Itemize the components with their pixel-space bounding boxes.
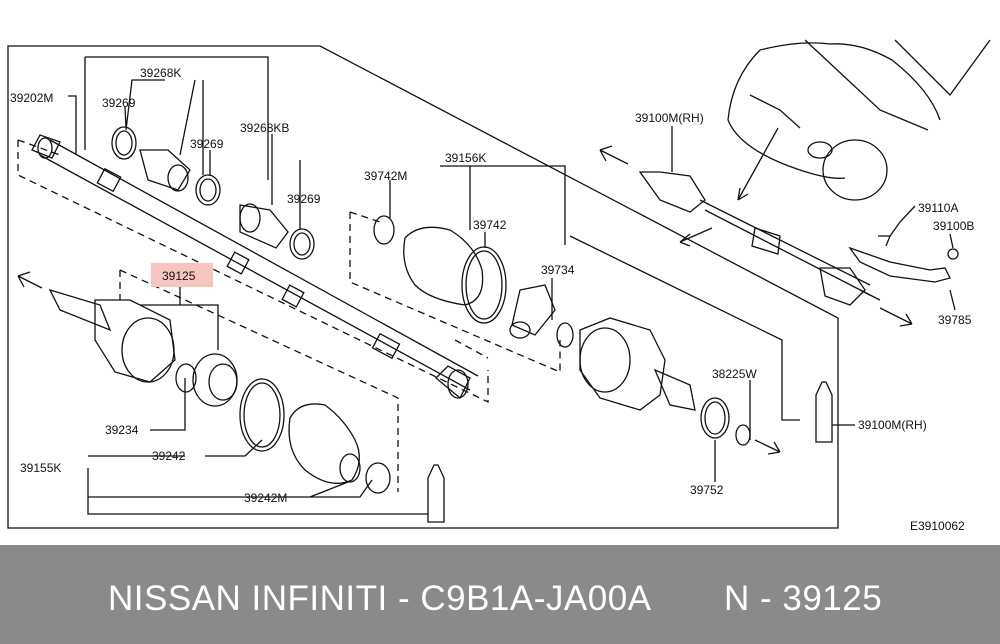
bracket-39785: [848, 235, 959, 283]
bands-and-dampers: [111, 126, 315, 260]
label-39100B: 39100B: [933, 219, 974, 233]
label-39156K: 39156K: [445, 151, 486, 165]
label-39155K: 39155K: [20, 461, 61, 475]
leader-lines: [68, 56, 956, 515]
diagram-code: E3910062: [910, 519, 965, 533]
grease-tube-2: [815, 381, 833, 443]
label-39242M: 39242M: [244, 491, 287, 505]
label-39234: 39234: [105, 423, 139, 437]
inner-cv-housing: [579, 317, 751, 446]
car-front-outline: [727, 39, 991, 201]
highlight-box-39125: [151, 263, 213, 287]
dashed-frame-inner: [569, 235, 800, 421]
label-39268K: 39268K: [140, 66, 181, 80]
footer-brand-text: NISSAN INFINITI - C9B1A-JA00A: [108, 579, 652, 618]
label-39269-b: 39269: [190, 137, 224, 151]
label-39752: 39752: [690, 483, 724, 497]
grease-tube-1: [427, 464, 445, 523]
label-39742: 39742: [473, 218, 507, 232]
dashed-frame-outer-joint: [119, 269, 399, 492]
dashed-frame-boot-kit: [349, 211, 561, 373]
drive-shaft-bar: [31, 134, 479, 400]
direction-arrows: [17, 127, 913, 455]
diagram-frame: [7, 45, 839, 529]
label-39742M: 39742M: [364, 169, 407, 183]
label-39785: 39785: [938, 313, 972, 327]
outer-cv-joint: [48, 288, 238, 407]
label-39734: 39734: [541, 263, 575, 277]
label-39268KB: 39268KB: [240, 121, 289, 135]
label-39269-a: 39269: [102, 96, 136, 110]
exploded-parts-diagram: 39202M 39268K 39269 39269 39268KB 39269 …: [7, 39, 991, 533]
footer-bar: NISSAN INFINITI - C9B1A-JA00A N - 39125: [0, 545, 1000, 644]
complete-drive-shaft: [638, 171, 881, 306]
outer-boot: [239, 378, 391, 494]
label-39242: 39242: [152, 449, 186, 463]
label-39202M: 39202M: [10, 91, 53, 105]
label-38225W: 38225W: [712, 367, 757, 381]
inner-boot-kit: [373, 215, 574, 348]
label-39125: 39125: [162, 269, 196, 283]
dashed-frame-shaft: [17, 139, 489, 404]
label-39269-c: 39269: [287, 192, 321, 206]
footer-part-number: N - 39125: [724, 579, 883, 618]
label-39110A: 39110A: [918, 201, 958, 215]
label-39100M-RH-top: 39100M(RH): [635, 111, 704, 125]
label-39100M-RH-bottom: 39100M(RH): [858, 418, 927, 432]
